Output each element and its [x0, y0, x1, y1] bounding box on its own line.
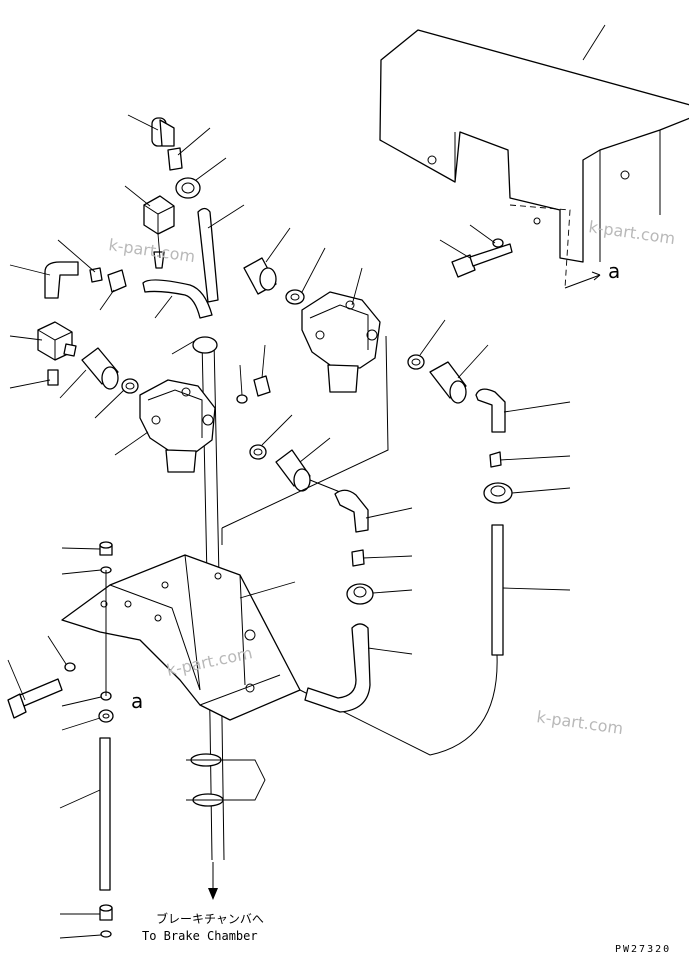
left-connectors — [59, 347, 139, 419]
down-arrow — [208, 862, 218, 900]
center-small-parts — [236, 344, 271, 404]
tube-line — [221, 335, 389, 545]
upper-connectors — [243, 227, 326, 305]
left-valve — [114, 379, 216, 473]
rod-clamps — [186, 753, 266, 807]
center-lower-connectors — [249, 414, 413, 713]
drawing-code: PW27320 — [615, 944, 671, 955]
attachment-guide — [509, 204, 601, 289]
right-fittings-column — [299, 388, 571, 756]
upper-elbow-fitting — [127, 114, 227, 199]
watermark-4: k-part.com — [535, 707, 624, 738]
reference-mark-a-right: a — [608, 259, 620, 283]
upper-hoses — [142, 204, 245, 319]
upper-block-fitting — [124, 185, 175, 269]
destination-english: To Brake Chamber — [142, 929, 258, 943]
mounting-bracket — [61, 554, 301, 721]
reference-mark-a-left: a — [131, 689, 143, 713]
left-elbow-fitting — [9, 239, 127, 311]
watermark-2: k-part.com — [587, 217, 676, 248]
destination-japanese: ブレーキチャンバへ — [156, 911, 264, 926]
left-block-fitting — [9, 321, 77, 389]
cover-bolt — [439, 217, 541, 278]
cover-panel — [379, 24, 689, 263]
watermark-1: k-part.com — [107, 235, 196, 266]
left-bolt-stack — [7, 541, 114, 939]
upper-right-valve — [301, 267, 381, 393]
upper-right-connectors — [407, 319, 489, 404]
